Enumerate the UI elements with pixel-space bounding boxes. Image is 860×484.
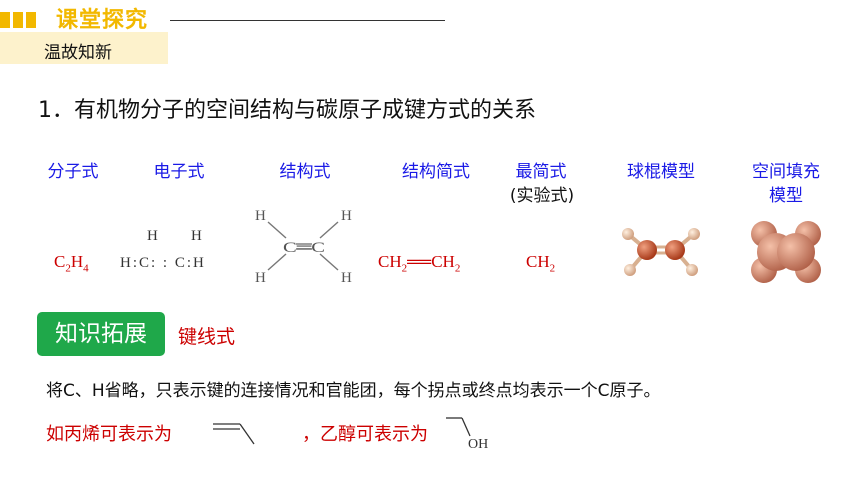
struct-h-2: H xyxy=(341,208,352,224)
space-fill-model xyxy=(751,221,821,283)
molecular-formula: C2H4 xyxy=(54,252,89,275)
col-simplest: 最简式 xyxy=(515,162,567,182)
ball-stick-model xyxy=(622,228,700,276)
electronic-row: H:C: : C:H xyxy=(120,255,206,271)
structural-formula: H H H H C═C xyxy=(255,208,352,286)
col-molecular: 分子式 xyxy=(47,162,99,182)
propene-example-label: 如丙烯可表示为 xyxy=(46,424,172,445)
struct-c-bond: C═C xyxy=(283,240,325,256)
propene-skeletal xyxy=(213,423,255,445)
bond-line-description: 将C、H省略，只表示键的连接情况和官能团，每个拐点或终点均表示一个C原子。 xyxy=(46,381,661,401)
ethanol-example-label: ，乙醇可表示为 xyxy=(302,424,428,445)
electronic-h-top-1: H xyxy=(147,228,158,244)
page-title: 课堂探究 xyxy=(56,8,149,33)
struct-h-3: H xyxy=(255,270,266,286)
simplest-formula: CH2 xyxy=(526,252,556,275)
struct-h-1: H xyxy=(255,208,266,224)
condensed-formula: CH2══CH2 xyxy=(378,252,461,275)
section-label: 温故知新 xyxy=(44,43,112,63)
electronic-h-top-2: H xyxy=(191,228,202,244)
ethanol-skeletal: OH xyxy=(446,417,488,452)
knowledge-badge: 知识拓展 xyxy=(37,312,165,356)
bond-line-topic: 键线式 xyxy=(178,326,236,348)
col-simplest-sub: (实验式) xyxy=(509,186,575,206)
col-condensed: 结构简式 xyxy=(402,162,470,182)
struct-h-4: H xyxy=(341,270,352,286)
col-ball-stick: 球棍模型 xyxy=(627,162,695,182)
col-space-fill-2: 模型 xyxy=(769,186,803,206)
title-underline xyxy=(170,20,445,21)
section-banner xyxy=(0,32,168,64)
oh-label: OH xyxy=(468,437,488,452)
col-space-fill: 空间填充 xyxy=(752,162,820,182)
main-heading: 1．有机物分子的空间结构与碳原子成键方式的关系 xyxy=(38,98,536,123)
col-structural: 结构式 xyxy=(279,162,331,182)
col-electronic: 电子式 xyxy=(153,162,205,182)
